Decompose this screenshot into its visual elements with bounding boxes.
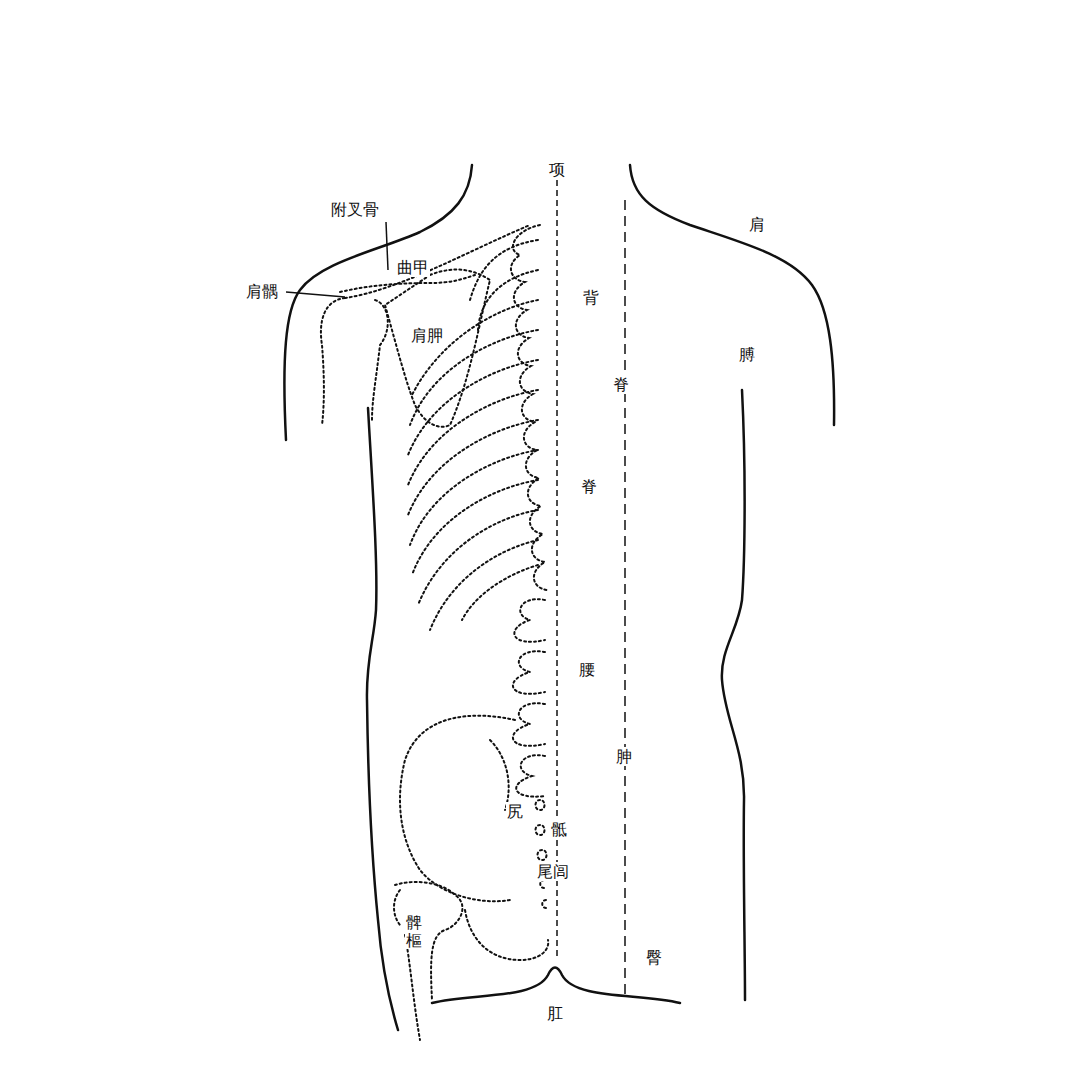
rib-dotted (470, 240, 538, 300)
body-outline (630, 165, 834, 425)
anatomy-label: 肛 (546, 1004, 564, 1023)
vertebrae-dotted (511, 225, 547, 590)
anatomy-label: 骶 (550, 820, 568, 839)
humerus-dotted (321, 298, 345, 425)
rib-dotted (408, 360, 538, 455)
anatomy-label: 曲甲 (396, 258, 430, 277)
midline-dashed (556, 180, 558, 960)
anatomy-label: 脊 (612, 375, 630, 394)
clavicle-dotted (345, 225, 530, 298)
femur-dotted (394, 890, 400, 925)
ilium-dotted (490, 740, 509, 810)
rib-dotted (418, 510, 538, 605)
scapula-dotted (385, 270, 490, 427)
ischium-dotted (465, 910, 548, 960)
rib-dotted (478, 270, 538, 330)
rib-dotted (408, 390, 538, 485)
anatomy-label: 膊 (738, 345, 756, 364)
lumbar-dotted (513, 651, 545, 694)
anatomy-label: 肩髃 (245, 282, 279, 301)
rib-dotted (410, 450, 538, 545)
lumbar-dotted (516, 755, 545, 796)
anatomy-label: 腰 (578, 660, 596, 679)
sacrum-dotted (536, 800, 547, 908)
anatomy-label: 脊 (580, 477, 598, 496)
lumbar-dotted (513, 703, 545, 746)
buttock-outline (432, 968, 680, 1004)
anatomy-label: 肩胛 (410, 326, 444, 345)
anatomy-label: 背 (582, 288, 600, 307)
anatomy-label: 髀樞 (405, 914, 423, 949)
femur-dotted (405, 935, 420, 1040)
paraspinal-dashed (624, 200, 626, 1000)
anatomy-label: 附叉骨 (330, 200, 380, 219)
anatomy-label: 肩 (748, 215, 766, 234)
anatomy-label: 尾闾 (536, 862, 570, 881)
leader-line (286, 292, 345, 297)
rib-dotted (462, 565, 538, 620)
body-outline (722, 390, 745, 1000)
anatomy-label: 项 (548, 160, 566, 179)
anatomy-label: 尻 (506, 802, 524, 821)
anatomy-label: 臀 (645, 948, 663, 967)
femur-dotted (395, 882, 462, 1000)
body-outline (367, 408, 398, 1030)
anatomy-label: 胂 (615, 747, 633, 766)
body-outline (284, 165, 472, 440)
leader-line (386, 222, 388, 270)
rib-dotted (412, 480, 538, 575)
rib-dotted (408, 420, 538, 515)
humerus-dotted (372, 300, 388, 420)
ilium-dotted (400, 716, 515, 902)
lumbar-dotted (514, 599, 545, 642)
